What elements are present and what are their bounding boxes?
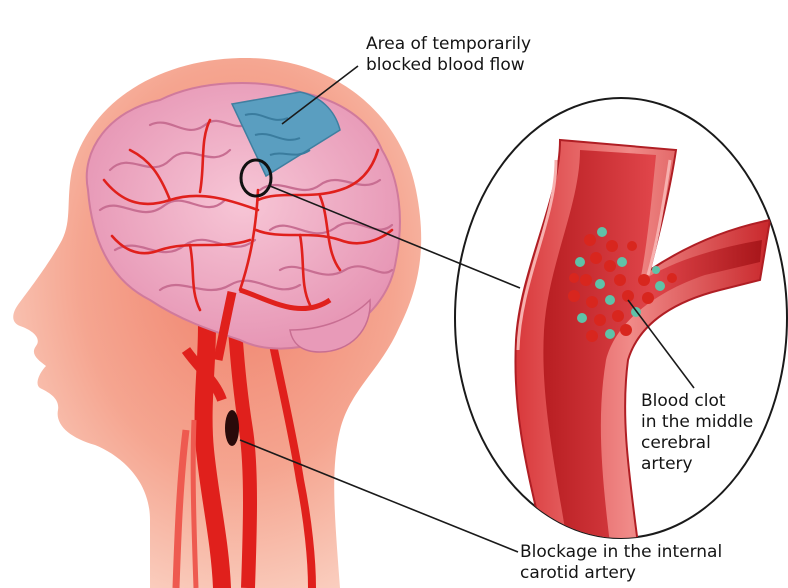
leader-inset (269, 185, 521, 289)
label-blood-clot-line-4: artery (641, 454, 693, 474)
leader-blocked-area (281, 65, 359, 125)
label-carotid-blockage: Blockage in the internal carotid artery (520, 542, 782, 584)
leader-carotid (239, 439, 519, 553)
blocked-area-region (230, 91, 341, 178)
brain (85, 82, 401, 361)
label-blood-clot-line-3: cerebral (641, 433, 711, 453)
label-blocked-area: Area of temporarily blocked blood flow (366, 34, 596, 76)
clot-location-marker (239, 158, 273, 198)
label-blood-clot-line-2: in the middle (641, 412, 754, 432)
label-blocked-area-line-2: blocked blood flow (366, 55, 525, 75)
leader-blood-clot (627, 299, 695, 389)
label-carotid-blockage-line-1: Blockage in the internal (520, 542, 723, 562)
label-carotid-blockage-line-2: carotid artery (520, 563, 636, 583)
label-blood-clot-line-1: Blood clot (641, 391, 726, 411)
magnified-inset (454, 97, 788, 539)
blood-clot-cluster (568, 227, 677, 342)
neck-arteries (172, 289, 316, 588)
label-blocked-area-line-1: Area of temporarily (366, 34, 532, 54)
leader-lines (239, 65, 695, 553)
label-blood-clot: Blood clot in the middle cerebral artery (641, 391, 786, 475)
